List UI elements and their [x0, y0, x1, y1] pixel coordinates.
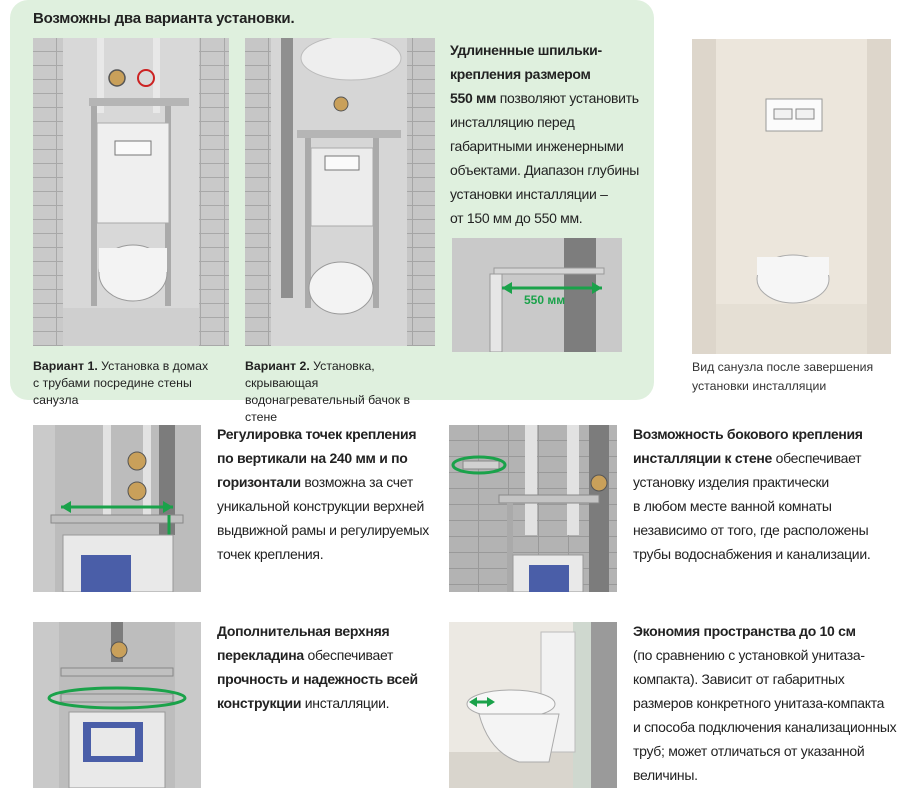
economy-description: Экономия пространства до 10 см (по сравн… — [633, 619, 918, 787]
finished-bathroom-photo — [692, 39, 891, 354]
economy-line3: компакта). Зависит от габаритных — [633, 671, 845, 687]
studs-line7: установки инсталляции – — [450, 186, 608, 202]
adjust-line3-rest: возможна за счет — [300, 474, 413, 490]
adjust-photo — [33, 425, 201, 592]
adjust-line4: уникальной конструкции верхней — [217, 498, 425, 514]
dimension-550-label: 550 мм — [524, 293, 565, 307]
crossbar-line2-rest: обеспечивает — [303, 647, 394, 663]
finished-caption: Вид санузла после завершения установки и… — [692, 358, 912, 396]
variant2-label: Вариант 2. — [245, 359, 310, 373]
side-line3: установку изделия практически — [633, 474, 829, 490]
crossbar-bold-line3: прочность и надежность всей — [217, 671, 418, 687]
variant1-label: Вариант 1. — [33, 359, 98, 373]
variant1-text-line2: с трубами посредине стены санузла — [33, 376, 192, 407]
adjust-bold-line1: Регулировка точек крепления — [217, 426, 417, 442]
economy-line6: труб; может отличаться от указанной — [633, 743, 865, 759]
side-mount-photo — [449, 425, 617, 592]
adjust-line6: точек крепления. — [217, 546, 324, 562]
crossbar-bold-line4: конструкции — [217, 695, 302, 711]
side-line5: независимо от того, где расположены — [633, 522, 869, 538]
economy-line4: размеров конкретного унитаза-компакта — [633, 695, 885, 711]
variant2-photo — [245, 38, 435, 346]
finished-caption-line2: установки инсталляции — [692, 379, 827, 393]
crossbar-description: Дополнительная верхняя перекладина обесп… — [217, 619, 447, 715]
studs-photo: 550 мм — [452, 238, 622, 352]
variant1-text-line1: Установка в домах — [97, 359, 209, 373]
economy-line7: величины. — [633, 767, 698, 783]
economy-line5: и способа подключения канализационных — [633, 719, 897, 735]
adjust-bold-line2: по вертикали на 240 мм и по — [217, 450, 408, 466]
side-description: Возможность бокового крепления инсталляц… — [633, 422, 913, 566]
adjust-bold-line3: горизонтали — [217, 474, 301, 490]
variant2-text-line2: водонагревательный бачок в стене — [245, 393, 411, 424]
finished-caption-line1: Вид санузла после завершения — [692, 360, 874, 374]
panel-title: Возможны два варианта установки. — [33, 10, 295, 27]
economy-bold-line1: Экономия пространства до 10 см — [633, 623, 856, 639]
studs-bold-line3: 550 мм — [450, 90, 497, 106]
studs-line8: от 150 мм до 550 мм. — [450, 210, 583, 226]
variant1-photo — [33, 38, 229, 346]
studs-line6: объектами. Диапазон глубины — [450, 162, 640, 178]
variant1-caption: Вариант 1. Установка в домах с трубами п… — [33, 358, 238, 409]
side-line4: в любом месте ванной комнаты — [633, 498, 832, 514]
economy-photo — [449, 622, 617, 788]
studs-line3-rest: позволяют установить — [496, 90, 639, 106]
studs-line4: инсталляцию перед — [450, 114, 575, 130]
side-bold-line2: инсталляции к стене — [633, 450, 773, 466]
side-bold-line1: Возможность бокового крепления — [633, 426, 863, 442]
side-line2-rest: обеспечивает — [772, 450, 862, 466]
adjust-line5: выдвижной рамы и регулируемых — [217, 522, 429, 538]
crossbar-bold-line2: перекладина — [217, 647, 304, 663]
variant2-text-line1: Установка, скрывающая — [245, 359, 375, 390]
crossbar-line4-rest: инсталляции. — [301, 695, 390, 711]
side-line6: трубы водоснабжения и канализации. — [633, 546, 871, 562]
studs-bold-line1: Удлиненные шпильки- — [450, 42, 602, 58]
adjust-description: Регулировка точек крепления по вертикали… — [217, 422, 447, 566]
variant2-caption: Вариант 2. Установка, скрывающая водонаг… — [245, 358, 445, 426]
crossbar-photo — [33, 622, 201, 788]
studs-line5: габаритными инженерными — [450, 138, 624, 154]
studs-bold-line2: крепления размером — [450, 66, 591, 82]
crossbar-bold-line1: Дополнительная верхняя — [217, 623, 390, 639]
studs-description: Удлиненные шпильки- крепления размером 5… — [450, 38, 650, 230]
economy-line2: (по сравнению с установкой унитаза- — [633, 647, 865, 663]
